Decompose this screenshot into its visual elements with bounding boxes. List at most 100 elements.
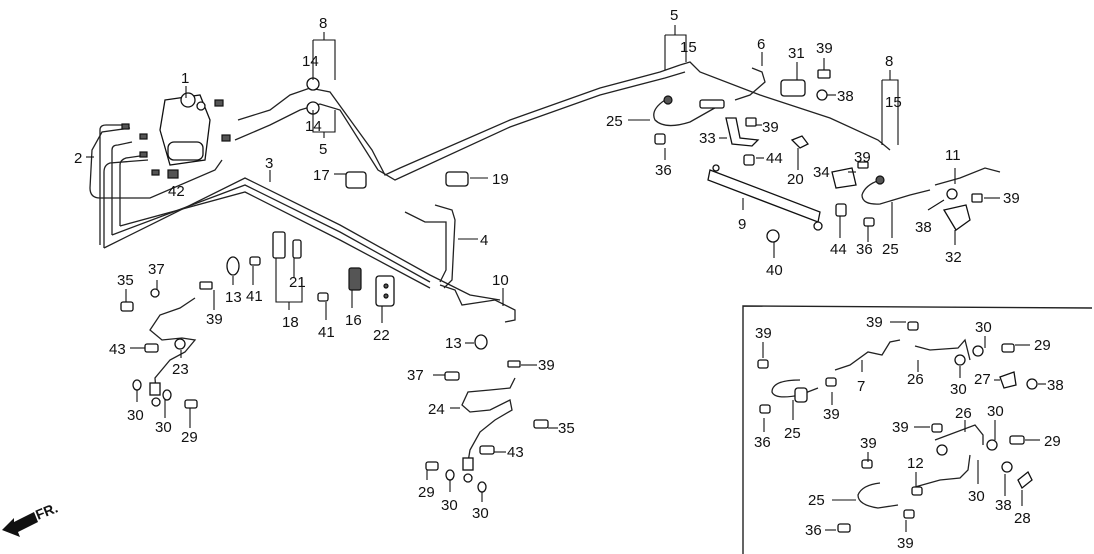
clamp-22[interactable] [375, 275, 395, 307]
clip-39-left[interactable] [199, 281, 213, 290]
bracket-32[interactable] [942, 204, 971, 231]
callout-36-right[interactable]: 36 [856, 241, 873, 258]
brake-hose-25-upper[interactable] [653, 95, 725, 127]
callout-28[interactable]: 28 [1014, 510, 1031, 527]
callout-39-right[interactable]: 39 [1003, 190, 1020, 207]
callout-6[interactable]: 6 [757, 36, 765, 53]
callout-37-right[interactable]: 37 [407, 367, 424, 384]
callout-27[interactable]: 27 [974, 371, 991, 388]
clip-19[interactable] [445, 171, 469, 187]
callout-13-lower[interactable]: 13 [445, 335, 462, 352]
sensor-43-right[interactable] [479, 445, 495, 455]
bracket-31[interactable] [780, 79, 806, 97]
callout-30-left-b[interactable]: 30 [155, 419, 172, 436]
callout-30-inset-c[interactable]: 30 [987, 403, 1004, 420]
callout-25-inset-upper[interactable]: 25 [784, 425, 801, 442]
callout-36-inset-lower[interactable]: 36 [805, 522, 822, 539]
callout-39-inset-c[interactable]: 39 [823, 406, 840, 423]
callout-12[interactable]: 12 [907, 455, 924, 472]
callout-35-left[interactable]: 35 [117, 272, 134, 289]
bolt-41-lower[interactable] [317, 292, 329, 302]
callout-30-inset-d[interactable]: 30 [968, 488, 985, 505]
bolt-35-left[interactable] [120, 301, 134, 312]
callout-35-right[interactable]: 35 [558, 420, 575, 437]
callout-29-mid[interactable]: 29 [418, 484, 435, 501]
callout-39-inset-d[interactable]: 39 [892, 419, 909, 436]
washer-30-mid-a[interactable] [445, 469, 455, 481]
callout-4[interactable]: 4 [480, 232, 488, 249]
brake-hose-25-right[interactable] [861, 175, 931, 205]
bolt-35-right[interactable] [533, 419, 549, 429]
callout-42[interactable]: 42 [168, 183, 185, 200]
callout-41-lower[interactable]: 41 [318, 324, 335, 341]
callout-14-lower[interactable]: 14 [305, 118, 322, 135]
callout-10[interactable]: 10 [492, 272, 509, 289]
bolt-37-right[interactable] [444, 371, 460, 381]
bolt-37-left[interactable] [150, 288, 160, 298]
clip-39-right[interactable] [971, 193, 983, 203]
inset-pipe-7[interactable] [771, 338, 971, 403]
tube-8-rear[interactable] [679, 61, 891, 151]
callout-20[interactable]: 20 [787, 171, 804, 188]
clip-20[interactable] [790, 135, 809, 149]
callout-29-left[interactable]: 29 [181, 429, 198, 446]
proportioning-valve-1[interactable] [159, 92, 211, 166]
callout-31[interactable]: 31 [788, 45, 805, 62]
bolt-42[interactable] [167, 169, 179, 179]
tube-bundle-3[interactable] [99, 124, 501, 301]
callout-38-inset-upper[interactable]: 38 [1047, 377, 1064, 394]
callout-39-mid[interactable]: 39 [538, 357, 555, 374]
clip-39-34[interactable] [857, 161, 869, 169]
callout-3[interactable]: 3 [265, 155, 273, 172]
callout-33[interactable]: 33 [699, 130, 716, 147]
callout-36-inset-upper[interactable]: 36 [754, 434, 771, 451]
callout-39-33[interactable]: 39 [762, 119, 779, 136]
tube-long-5[interactable] [234, 64, 686, 181]
callout-15-right[interactable]: 15 [885, 94, 902, 111]
callout-7[interactable]: 7 [857, 378, 865, 395]
bolt-29-left[interactable] [184, 399, 198, 409]
callout-30-mid-a[interactable]: 30 [441, 497, 458, 514]
callout-19[interactable]: 19 [492, 171, 509, 188]
bracket-34[interactable] [831, 167, 857, 189]
callout-5-left[interactable]: 5 [319, 141, 327, 158]
inset-small-parts[interactable] [757, 321, 1038, 533]
grommet-13-upper[interactable] [226, 256, 240, 276]
tube-2[interactable] [89, 127, 223, 199]
bolt-36-upper[interactable] [654, 133, 666, 145]
callout-13-upper[interactable]: 13 [225, 289, 242, 306]
clip-17[interactable] [345, 171, 367, 189]
callout-8-right[interactable]: 8 [885, 53, 893, 70]
callout-24[interactable]: 24 [428, 401, 445, 418]
callout-17[interactable]: 17 [313, 167, 330, 184]
callout-25-inset-lower[interactable]: 25 [808, 492, 825, 509]
callout-37-left[interactable]: 37 [148, 261, 165, 278]
washer-30-left-a[interactable] [132, 379, 142, 391]
callout-34[interactable]: 34 [813, 164, 830, 181]
callout-41-upper[interactable]: 41 [246, 288, 263, 305]
bolt-29-mid[interactable] [425, 461, 439, 471]
bolt-41-upper[interactable] [249, 256, 261, 266]
callout-9[interactable]: 9 [738, 216, 746, 233]
callout-11[interactable]: 11 [945, 147, 961, 164]
callout-39-inset-b[interactable]: 39 [866, 314, 883, 331]
clip-16[interactable] [348, 267, 362, 291]
callout-38-top[interactable]: 38 [837, 88, 854, 105]
callout-14-upper[interactable]: 14 [302, 53, 319, 70]
brake-hose-23[interactable] [149, 297, 197, 407]
callout-36-upper[interactable]: 36 [655, 162, 672, 179]
callout-39-inset-f[interactable]: 39 [897, 535, 914, 552]
inset-pipe-26-lower[interactable] [857, 424, 984, 509]
callout-15-left[interactable]: 15 [680, 39, 697, 56]
bolt-36-right[interactable] [863, 217, 875, 227]
callout-30-inset-a[interactable]: 30 [975, 319, 992, 336]
callout-44-upper[interactable]: 44 [766, 150, 783, 167]
bushing-44-lower[interactable] [835, 203, 847, 217]
crossmember-9[interactable] [707, 164, 823, 231]
callout-29-inset-lower[interactable]: 29 [1044, 433, 1061, 450]
callout-39-inset-e[interactable]: 39 [860, 435, 877, 452]
callout-8-left[interactable]: 8 [319, 15, 327, 32]
bracket-33[interactable] [725, 117, 760, 147]
callout-39-top[interactable]: 39 [816, 40, 833, 57]
callout-2[interactable]: 2 [74, 150, 82, 167]
